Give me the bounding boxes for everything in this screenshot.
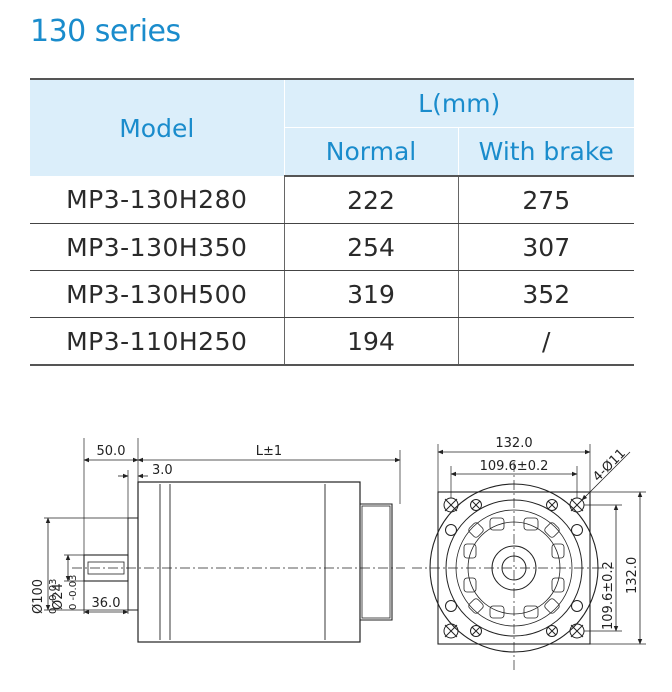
table-row: MP3-110H250 194 / [30,317,634,366]
dimension-table: Model L(mm) Normal With brake MP3-130H28… [30,78,634,366]
normal-header: Normal [284,127,459,177]
model-cell: MP3-130H500 [30,270,285,318]
dim-holes: 4-Ø11 [590,446,629,485]
model-cell: MP3-110H250 [30,317,285,366]
page-title: 130 series [30,14,181,49]
normal-cell: 319 [284,270,459,318]
side-view [44,438,405,643]
brake-header: With brake [458,127,634,177]
motor-drawing: 50.0 L±1 3.0 36.0 Ø100 0 -0.03 Ø24 0 -0.… [31,436,646,672]
dia-pilot: Ø100 [31,579,46,614]
dia-pilot-tol: 0 -0.03 [48,579,59,614]
brake-cell: 275 [458,176,634,224]
mounting-holes [443,497,585,639]
dim-step: 3.0 [152,463,173,478]
model-cell: MP3-130H350 [30,223,285,271]
front-view [412,444,646,672]
dim-flange: 50.0 [97,444,126,459]
length-header: L(mm) [284,78,634,128]
model-header: Model [30,78,285,176]
table-row: MP3-130H350 254 307 [30,223,634,271]
brake-cell: 307 [458,223,634,271]
dim-shaft-length: 36.0 [92,596,121,611]
dia-shaft: Ø24 [51,583,66,610]
brake-cell: 352 [458,270,634,318]
brake-cell: / [458,317,634,366]
dia-shaft-tol: 0 -0.03 [68,575,79,610]
dim-pcd-vertical: 109.6±0.2 [601,561,616,630]
motor-body [137,481,361,643]
normal-cell: 222 [284,176,459,224]
table-row: MP3-130H500 319 352 [30,270,634,318]
flange-square [437,491,591,645]
normal-cell: 194 [284,317,459,366]
normal-cell: 254 [284,223,459,271]
model-cell: MP3-130H280 [30,176,285,224]
side-dimensions: 50.0 L±1 3.0 36.0 Ø100 0 -0.03 Ø24 0 -0.… [31,444,282,614]
dim-length: L±1 [256,444,282,459]
table-row: MP3-130H280 222 275 [30,176,634,224]
dim-width: 132.0 [495,436,532,451]
dim-height: 132.0 [625,557,640,594]
dim-pcd: 109.6±0.2 [480,459,549,474]
